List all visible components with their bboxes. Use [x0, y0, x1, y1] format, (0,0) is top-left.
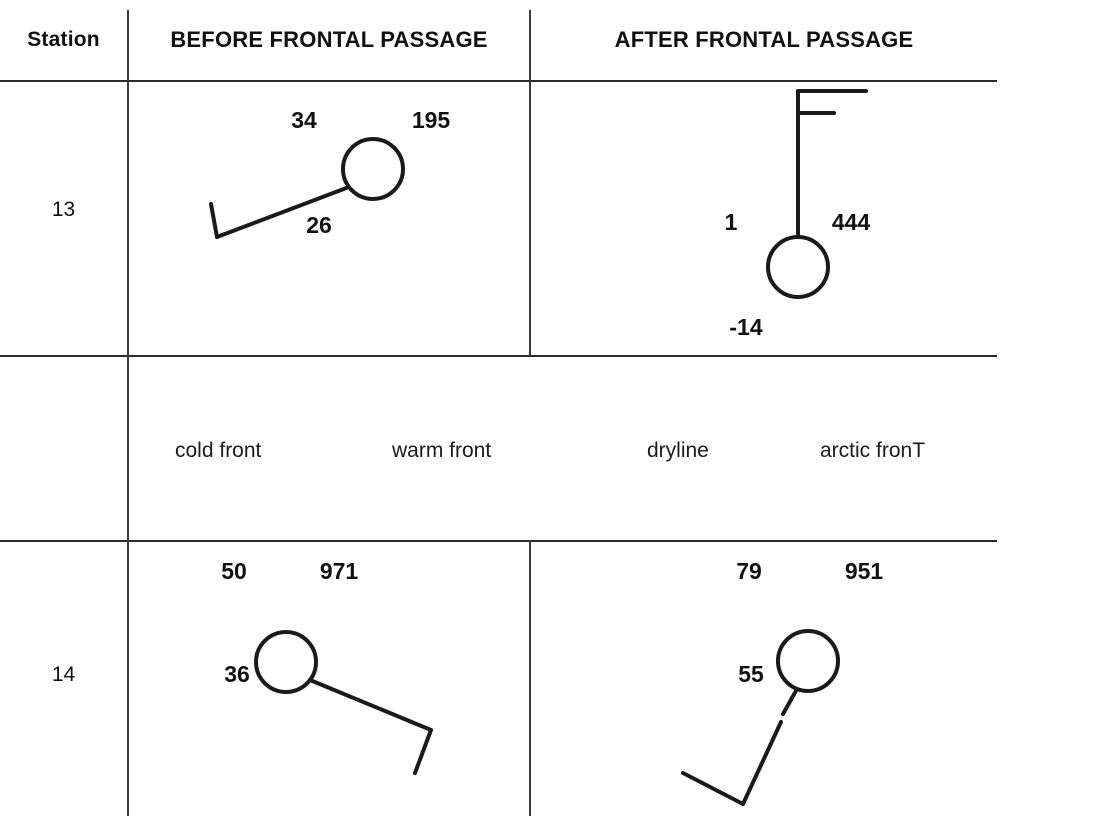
station-model-13-before: 34 195 26 — [129, 82, 529, 354]
pressure-label-14-before: 971 — [320, 558, 359, 584]
rule-header-bottom — [0, 80, 997, 82]
rule-row13-bottom — [0, 355, 997, 357]
rule-options-bottom — [0, 540, 997, 542]
station-circle — [776, 629, 840, 693]
option-arctic-front[interactable]: arctic fronT — [820, 439, 926, 462]
wind-shaft-lower — [741, 720, 783, 806]
option-warm-front[interactable]: warm front — [392, 439, 492, 462]
dewpoint-label-13-before: 26 — [306, 212, 332, 238]
pressure-label-13-after: 444 — [832, 209, 871, 235]
wind-shaft-upper — [781, 687, 799, 716]
temperature-label-13-after: 1 — [725, 209, 738, 235]
front-type-options-row: cold front warm front dryline arctic fro… — [129, 357, 997, 538]
column-header-station: Station — [27, 28, 100, 51]
pressure-label-13-before: 195 — [412, 107, 451, 133]
temperature-label-14-after: 79 — [736, 558, 762, 584]
wind-full-barb — [209, 202, 219, 239]
option-dryline[interactable]: dryline — [647, 439, 709, 462]
dewpoint-label-14-before: 36 — [224, 661, 250, 687]
station-number-14: 14 — [51, 663, 76, 686]
station-number-13: 13 — [51, 198, 76, 221]
dewpoint-label-14-after: 55 — [738, 661, 764, 687]
pressure-label-14-after: 951 — [845, 558, 884, 584]
divider-middle-bottom — [529, 540, 531, 816]
station-model-14-after: 79 951 55 — [531, 542, 997, 816]
station-model-14-before: 50 971 36 — [129, 542, 529, 816]
column-header-before-frontal-passage: BEFORE FRONTAL PASSAGE — [170, 27, 488, 52]
divider-middle-top — [529, 10, 531, 355]
station-circle — [766, 235, 830, 299]
wind-full-barb — [681, 771, 745, 806]
wind-shaft — [215, 185, 351, 239]
column-header-after-frontal-passage: AFTER FRONTAL PASSAGE — [614, 27, 914, 52]
station-circle — [254, 630, 318, 694]
wind-full-barb — [413, 728, 433, 775]
wind-shaft — [308, 678, 433, 732]
station-circle — [341, 137, 405, 201]
dewpoint-label-13-after: -14 — [729, 314, 762, 340]
temperature-label-13-before: 34 — [291, 107, 317, 133]
temperature-label-14-before: 50 — [221, 558, 247, 584]
station-model-13-after: 1 444 -14 — [531, 82, 997, 354]
divider-station-column — [127, 10, 129, 816]
option-cold-front[interactable]: cold front — [175, 439, 262, 462]
